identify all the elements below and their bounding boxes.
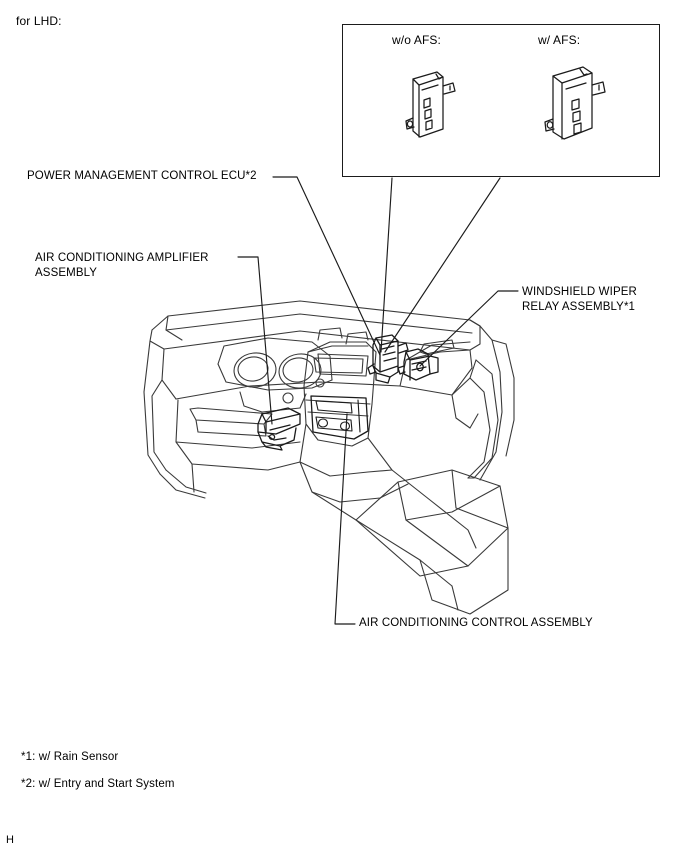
inset-option-label-with-afs: w/ AFS:	[538, 33, 581, 47]
leader-ac-amplifier	[237, 256, 273, 425]
leader-power-management	[272, 176, 381, 356]
leader-inset-wafs	[384, 177, 501, 353]
callout-line-1: WINDSHIELD WIPER	[522, 286, 637, 298]
page-corner-marker: H	[6, 834, 15, 846]
callout-line-2: RELAY ASSEMBLY*1	[522, 300, 636, 313]
footnote-2: *2: w/ Entry and Start System	[21, 778, 175, 790]
afs-variant-inset-panel	[342, 24, 660, 177]
leader-ac-control	[334, 413, 356, 625]
ecu-module-wide-icon	[544, 66, 606, 140]
callout-air-conditioning-amplifier-assembly: AIR CONDITIONING AMPLIFIER ASSEMBLY	[35, 251, 209, 280]
leader-wiper-relay	[419, 290, 519, 367]
ecu-module-narrow-icon	[405, 71, 456, 138]
inset-option-label-without-afs: w/o AFS:	[392, 33, 441, 47]
callout-windshield-wiper-relay-assembly: WINDSHIELD WIPER RELAY ASSEMBLY*1	[522, 285, 637, 314]
callout-line-1: AIR CONDITIONING AMPLIFIER	[35, 252, 209, 264]
callout-power-management-control-ecu: POWER MANAGEMENT CONTROL ECU*2	[27, 170, 257, 182]
leader-inset-woafs	[380, 177, 393, 353]
footnote-1: *1: w/ Rain Sensor	[21, 751, 119, 763]
callout-line-2: ASSEMBLY	[35, 266, 98, 279]
callout-air-conditioning-control-assembly: AIR CONDITIONING CONTROL ASSEMBLY	[359, 617, 593, 629]
page-title: for LHD:	[16, 14, 62, 28]
